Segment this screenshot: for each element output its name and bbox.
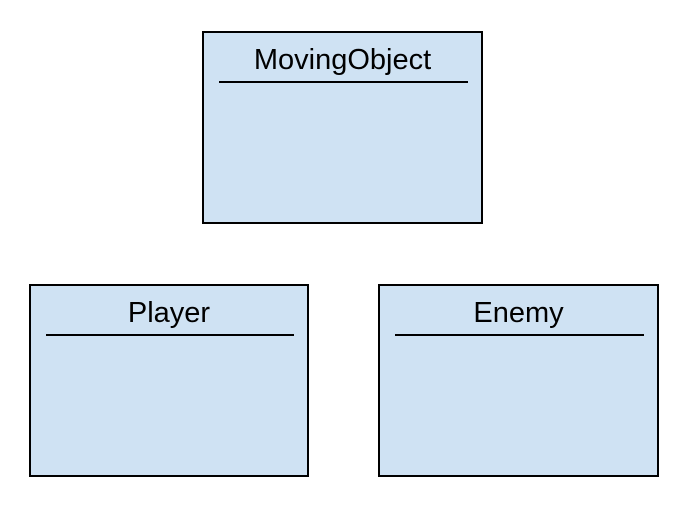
class-box-enemy: Enemy <box>378 284 659 477</box>
class-divider <box>219 81 468 83</box>
class-divider <box>46 334 294 336</box>
class-name: Player <box>127 297 211 329</box>
class-name: Enemy <box>473 297 564 329</box>
class-divider <box>395 334 644 336</box>
class-name: MovingObject <box>253 44 432 76</box>
class-box-player: Player <box>29 284 309 477</box>
class-box-movingobject: MovingObject <box>202 31 483 224</box>
